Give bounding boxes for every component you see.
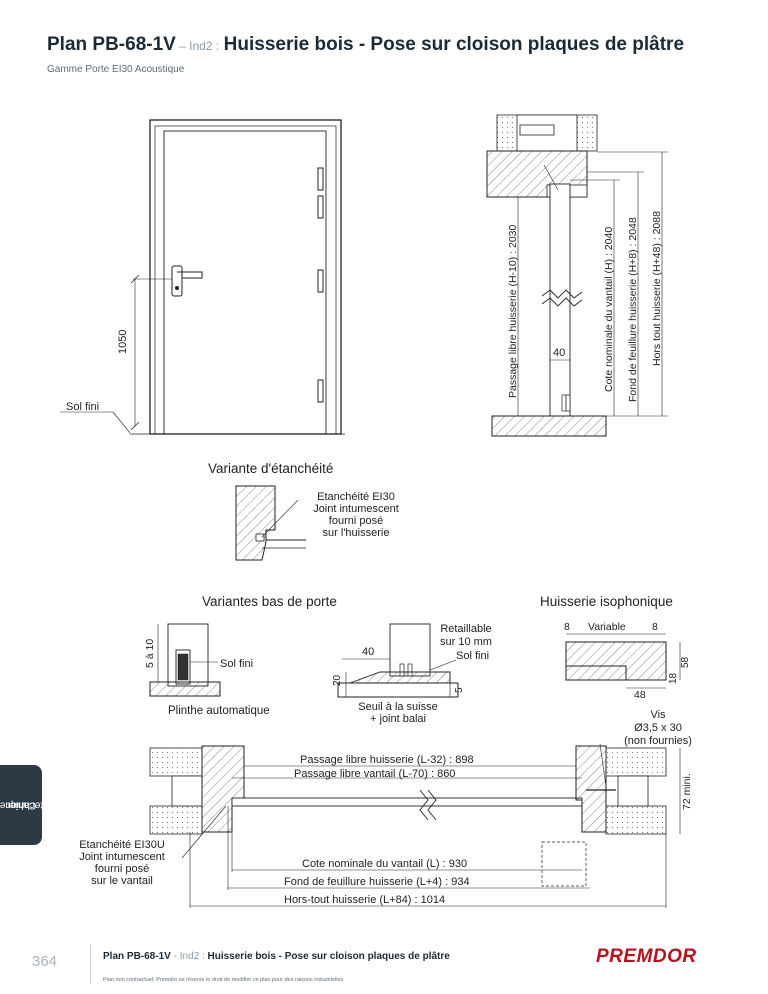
page-number: 364 [32, 953, 58, 970]
svg-text:Etanchéité EI30U: Etanchéité EI30U [79, 839, 165, 851]
svg-text:(non fournies): (non fournies) [624, 735, 692, 747]
vis-note: Vis Ø3,5 x 30 (non fournies) [624, 709, 692, 747]
hors-tout-l: Hors-tout huisserie (L+84) : 1014 [284, 894, 445, 906]
svg-text:Joint intumescent: Joint intumescent [313, 503, 399, 515]
fond-feuillure-h: Fond de feuillure huisserie (H+8) : 2048 [627, 217, 639, 402]
etancheite-title: Variante d'étanchéité [208, 461, 333, 476]
page-header: Plan PB-68-1V – Ind2 : Huisserie bois - … [47, 34, 684, 56]
plinthe-dim: 5 à 10 [144, 639, 156, 668]
header-sep: – [175, 39, 190, 53]
footer-title: Plan PB-68-1V - Ind2 : Huisserie bois - … [103, 951, 450, 962]
passage-libre-h: Passage libre huisserie (H-10) : 2030 [507, 225, 519, 398]
cote-nominale-h: Cote nominale du vantail (H) : 2040 [603, 227, 615, 392]
isophonique-title: Huisserie isophonique [540, 594, 673, 609]
iso-dim-18: 18 [668, 672, 679, 684]
fond-feuillure-l: Fond de feuillure huisserie (L+4) : 934 [284, 876, 470, 888]
iso-dim-58: 58 [680, 656, 691, 668]
svg-text:fourni posé: fourni posé [95, 863, 149, 875]
seuil-dim-5: 5 [454, 687, 465, 693]
iso-dim-8b: 8 [652, 621, 658, 633]
page-subtitle: Gamme Porte EI30 Acoustique [47, 64, 185, 75]
header-title: Huisserie bois - Pose sur cloison plaque… [223, 34, 685, 55]
iso-dim-48: 48 [634, 689, 646, 701]
seuil-label-1: Seuil à la suisse [358, 701, 438, 713]
svg-text:Vis: Vis [650, 709, 666, 721]
svg-text:fourni posé: fourni posé [329, 515, 383, 527]
plinthe-label: Plinthe automatique [168, 705, 270, 717]
plinthe-sol-fini: Sol fini [220, 658, 253, 670]
svg-text:Joint intumescent: Joint intumescent [79, 851, 165, 863]
premdor-logo: PREMDOR [596, 946, 697, 967]
svg-text:Etanchéité EI30: Etanchéité EI30 [317, 491, 395, 503]
door-elevation [60, 119, 345, 435]
passage-libre-l: Passage libre huisserie (L-32) : 898 [300, 754, 474, 766]
passage-libre-vantail: Passage libre vantail (L-70) : 860 [294, 768, 455, 780]
retaillable-2: sur 10 mm [440, 636, 492, 648]
section-dim-40: 40 [553, 347, 565, 359]
footer-divider [90, 944, 91, 984]
floor-label: Sol fini [66, 401, 99, 413]
hors-tout-h: Hors tout huisserie (H+48) : 2088 [651, 211, 663, 366]
plan-dim-72: 72 mini. [681, 773, 693, 810]
svg-text:Ø3,5 x 30: Ø3,5 x 30 [634, 722, 682, 734]
iso-dim-variable: Variable [588, 621, 626, 633]
handle-height-dim: 1050 [117, 330, 129, 354]
seuil-dim-20: 20 [332, 674, 343, 686]
svg-text:sur l'huisserie: sur l'huisserie [323, 527, 390, 539]
seuil-sol-fini: Sol fini [456, 650, 489, 662]
plinthe-detail [149, 623, 221, 697]
header-ref: Plan PB-68-1V [47, 34, 176, 55]
etancheite-note: Etanchéité EI30 Joint intumescent fourni… [313, 491, 399, 539]
iso-dim-8a: 8 [564, 621, 570, 633]
footer-note: Plan non contractuel, Premdor se réserve… [103, 977, 344, 983]
cote-nominale-l: Cote nominale du vantail (L) : 930 [302, 858, 467, 870]
retaillable-1: Retaillable [440, 623, 491, 635]
vertical-section [486, 114, 668, 437]
seuil-dim-40: 40 [362, 646, 374, 658]
seuil-label-2: + joint balai [370, 713, 426, 725]
header-ind: Ind2 : [189, 39, 220, 53]
plan-etancheite-note: Etanchéité EI30U Joint intumescent fourn… [79, 839, 165, 887]
bas-porte-title: Variantes bas de porte [202, 594, 337, 609]
isophonique-detail [565, 633, 681, 689]
plan-section [149, 743, 681, 908]
etancheite-detail [235, 485, 306, 561]
seuil-detail [337, 623, 459, 698]
svg-text:sur le vantail: sur le vantail [91, 875, 153, 887]
